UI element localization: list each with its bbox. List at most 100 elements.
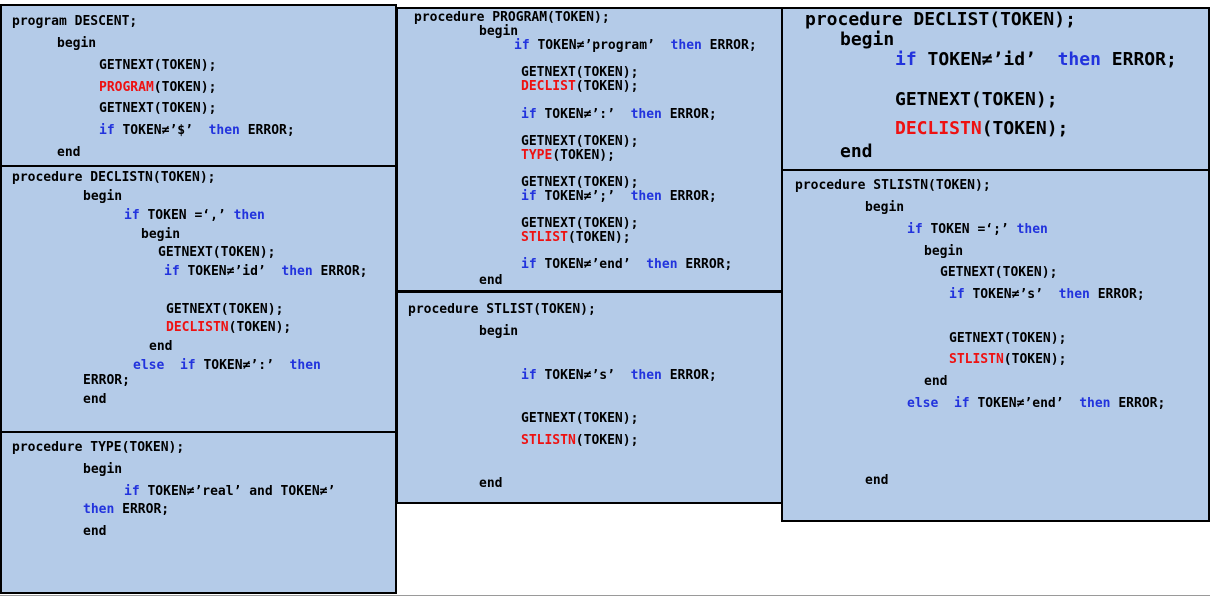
keyword-if: if [949, 287, 965, 302]
keyword-then: then [630, 189, 662, 204]
call-declistn: DECLISTN [895, 118, 982, 139]
code-line: end [924, 374, 948, 389]
code-line: if TOKEN =‘;’ then [907, 222, 1048, 238]
code-text: TOKEN≠’;’ [536, 189, 631, 204]
call-stlistn: STLISTN [521, 433, 576, 448]
bottom-divider [0, 595, 1210, 596]
code-line: end [57, 145, 81, 160]
code-line: procedure DECLISTN(TOKEN); [12, 170, 216, 185]
code-line: GETNEXT(TOKEN); [521, 65, 639, 80]
code-text: ERROR; [661, 107, 717, 122]
code-line: procedure STLISTN(TOKEN); [795, 178, 991, 193]
code-line: end [479, 273, 503, 288]
keyword-if: if [164, 264, 180, 279]
code-line: STLISTN(TOKEN); [521, 433, 638, 449]
panel-stlist: procedure STLIST(TOKEN); begin if TOKEN≠… [396, 290, 783, 504]
code-text: ERROR; [677, 257, 733, 272]
keyword-if: if [521, 107, 537, 122]
code-text: ERROR; [1100, 49, 1177, 70]
code-line: if TOKEN≠’:’ then ERROR; [521, 107, 717, 123]
keyword-then: then [646, 257, 678, 272]
keyword-if: if [521, 368, 537, 383]
code-line: end [83, 524, 107, 539]
keyword-then: then [83, 502, 115, 517]
code-line: begin [479, 324, 519, 339]
code-line: if TOKEN≠’id’ then ERROR; [164, 264, 368, 280]
code-line: else if TOKEN≠’:’ then [133, 358, 321, 374]
code-line: if TOKEN≠’real’ and TOKEN≠’ [124, 484, 335, 500]
code-text: TOKEN≠’real’ and TOKEN≠’ [139, 484, 336, 499]
code-line: begin [924, 244, 964, 259]
code-text: TOKEN≠’program’ [529, 38, 671, 53]
code-text: TOKEN≠’id’ [916, 49, 1058, 70]
code-line: GETNEXT(TOKEN); [895, 89, 1058, 110]
code-line: begin [57, 36, 97, 51]
code-line: end [149, 339, 173, 354]
code-line: GETNEXT(TOKEN); [949, 331, 1067, 346]
code-line: GETNEXT(TOKEN); [99, 58, 217, 73]
keyword-then: then [630, 368, 662, 383]
code-line: then ERROR; [83, 502, 169, 518]
call-stlistn: STLISTN [949, 352, 1004, 367]
code-text: ERROR; [312, 264, 368, 279]
code-text: (TOKEN); [228, 320, 292, 335]
code-line: end [840, 141, 873, 162]
code-text: TOKEN≠’s’ [964, 287, 1059, 302]
code-text [164, 358, 180, 373]
code-line: end [479, 476, 503, 491]
keyword-if: if [514, 38, 530, 53]
code-line: program DESCENT; [12, 14, 138, 29]
code-line: DECLIST(TOKEN); [521, 79, 638, 95]
keyword-if: if [124, 484, 140, 499]
keyword-if: if [124, 208, 140, 223]
code-line: GETNEXT(TOKEN); [166, 302, 284, 317]
keyword-then: then [208, 123, 240, 138]
panel-program-descent: program DESCENT; begin GETNEXT(TOKEN); P… [0, 4, 397, 167]
panel-procedure-program: procedure PROGRAM(TOKEN); begin if TOKEN… [396, 7, 783, 292]
keyword-if: if [895, 49, 917, 70]
code-line: if TOKEN≠’s’ then ERROR; [521, 368, 717, 384]
keyword-then: then [1016, 222, 1048, 237]
keyword-then: then [281, 264, 313, 279]
panel-declist: procedure DECLIST(TOKEN); begin if TOKEN… [781, 7, 1210, 171]
code-line: GETNEXT(TOKEN); [521, 175, 639, 190]
code-text: ERROR; [1110, 396, 1166, 411]
code-text: (TOKEN); [153, 80, 217, 95]
code-line: if TOKEN≠’;’ then ERROR; [521, 189, 717, 205]
code-text: TOKEN =‘,’ [139, 208, 234, 223]
keyword-if: if [99, 123, 115, 138]
call-stlist: STLIST [521, 230, 568, 245]
code-text: ERROR; [114, 502, 170, 517]
keyword-if: if [521, 189, 537, 204]
code-text: TOKEN≠’s’ [536, 368, 631, 383]
code-line: end [865, 473, 889, 488]
code-text: (TOKEN); [1003, 352, 1067, 367]
keyword-then: then [1057, 49, 1101, 70]
code-line: GETNEXT(TOKEN); [158, 245, 276, 260]
call-declistn: DECLISTN [166, 320, 229, 335]
keyword-then: then [289, 358, 321, 373]
code-line: procedure STLIST(TOKEN); [408, 302, 596, 317]
call-declist: DECLIST [521, 79, 576, 94]
panel-stlistn: procedure STLISTN(TOKEN); begin if TOKEN… [781, 169, 1210, 522]
code-line: ERROR; [83, 373, 130, 388]
keyword-then: then [670, 38, 702, 53]
code-text: TOKEN≠’id’ [179, 264, 282, 279]
code-text: ERROR; [661, 189, 717, 204]
code-text: TOKEN≠’end’ [536, 257, 647, 272]
keyword-then: then [1058, 287, 1090, 302]
code-line: GETNEXT(TOKEN); [521, 134, 639, 149]
keyword-else: else [907, 396, 939, 411]
code-line: DECLISTN(TOKEN); [895, 118, 1068, 140]
code-line: GETNEXT(TOKEN); [940, 265, 1058, 280]
code-text: ERROR; [701, 38, 757, 53]
code-line: if TOKEN =‘,’ then [124, 208, 265, 224]
code-line: STLISTN(TOKEN); [949, 352, 1066, 368]
keyword-if: if [953, 396, 970, 411]
code-line: begin [141, 227, 181, 242]
code-line: DECLISTN(TOKEN); [166, 320, 291, 336]
code-line: if TOKEN≠’end’ then ERROR; [521, 257, 732, 273]
code-text: (TOKEN); [981, 118, 1069, 139]
panel-type: procedure TYPE(TOKEN); begin if TOKEN≠’r… [0, 431, 397, 594]
keyword-then: then [630, 107, 662, 122]
